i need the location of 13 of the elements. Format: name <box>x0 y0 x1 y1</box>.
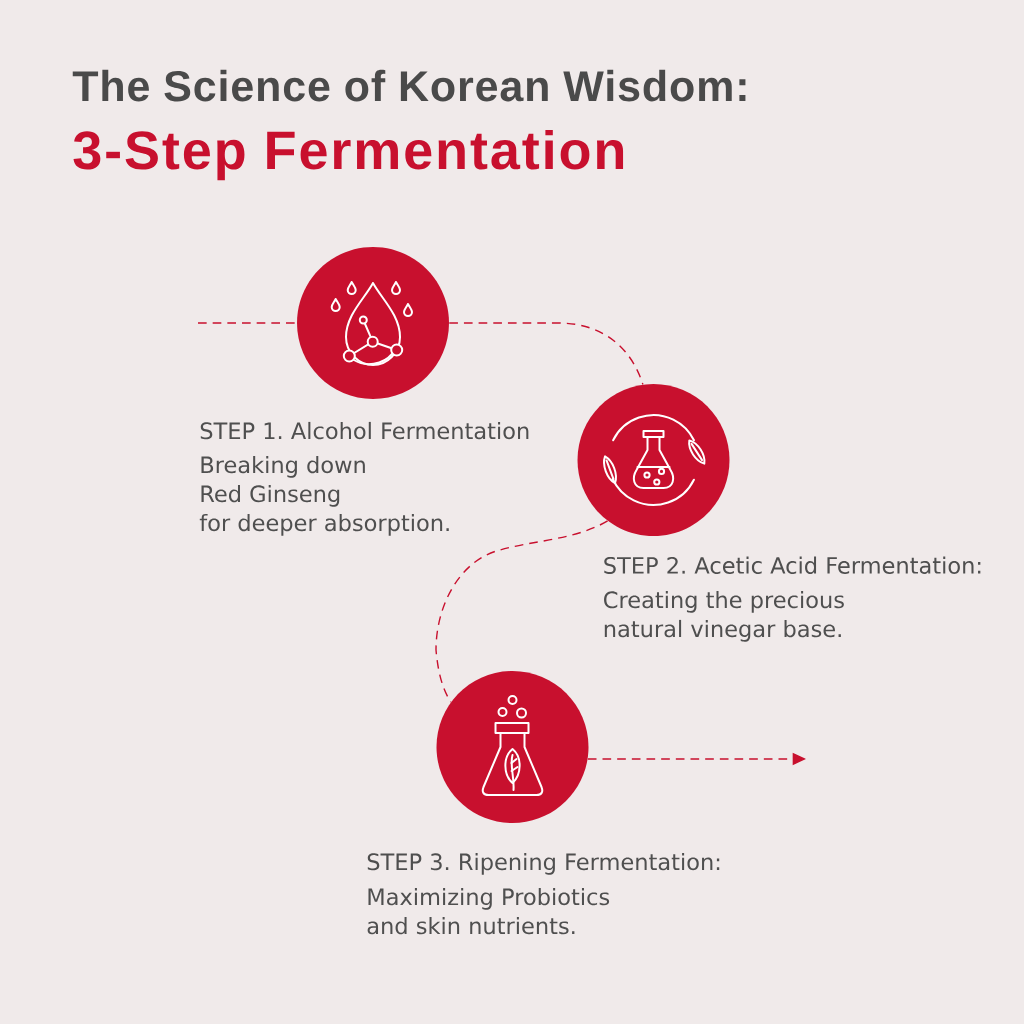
dashed-line <box>448 322 644 386</box>
subtitle: 3-Step Fermentation <box>73 129 624 181</box>
step-description: Maximizing Probiotics and skin nutrients. <box>367 887 610 935</box>
step-circle <box>436 671 589 823</box>
step-description: Creating the precious natural vinegar base. <box>604 590 844 642</box>
step-circle <box>297 247 449 399</box>
step-heading: STEP 3. Ripening Fermentation: <box>367 852 720 875</box>
step-description: Breaking down Red Ginseng for deeper absorption. <box>199 455 449 536</box>
title: The Science of Korean Wisdom: <box>72 69 746 102</box>
step-heading: STEP 1. Alcohol Fermentation <box>200 421 529 440</box>
dashed-line <box>197 322 298 324</box>
step-heading: STEP 2. Acetic Acid Fermentation: <box>604 556 981 574</box>
step-circle <box>577 384 730 536</box>
